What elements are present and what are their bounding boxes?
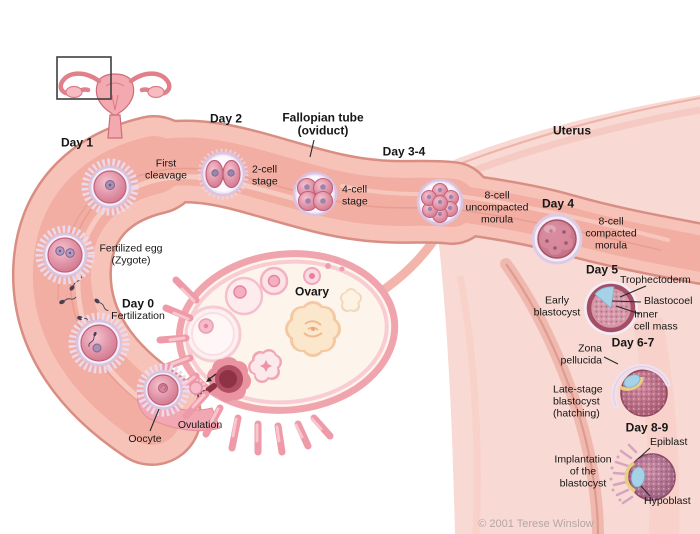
label-day-4: Day 4 (541, 196, 575, 211)
copyright-notice: © 2001 Terese Winslow (478, 517, 594, 530)
two-cell-embryo (197, 148, 249, 200)
label-late-stage-blastocyst: Late-stage blastocyst (hatching) (553, 383, 603, 419)
label-fertilized-egg: Fertilized egg (Zygote) (99, 242, 163, 266)
label-8-cell-compacted: 8-cell compacted morula (585, 215, 637, 251)
ruptured-follicle (197, 357, 251, 402)
label-trophectoderm: Trophectoderm (620, 274, 691, 287)
uterus-overview-inset (56, 56, 172, 139)
label-4-cell-stage: 4-cell stage (342, 183, 368, 207)
compacted-morula (531, 213, 583, 265)
early-follicles (224, 258, 345, 316)
label-day-6-7: Day 6-7 (611, 335, 655, 350)
infundibulum (137, 391, 221, 432)
hatching-blastocyst-embryo (611, 364, 671, 417)
label-uterus: Uterus (552, 123, 592, 138)
label-first-cleavage: First cleavage (144, 157, 188, 181)
early-blastocyst-embryo (584, 281, 638, 335)
label-8-cell-uncompacted: 8-cell uncompacted morula (465, 189, 529, 225)
label-ovulation: Ovulation (177, 419, 223, 432)
four-cell-embryo (292, 171, 338, 217)
label-day-0: Day 0 (121, 296, 155, 311)
label-blastocoel: Blastocoel (644, 295, 693, 308)
label-epiblast: Epiblast (650, 436, 688, 449)
ovary (175, 250, 399, 414)
inset-highlight-box (56, 56, 112, 100)
label-day-8-9: Day 8-9 (625, 420, 669, 435)
label-implantation: Implantation of the blastocyst (554, 453, 612, 489)
label-day-3-4: Day 3-4 (382, 144, 426, 159)
pointer-lines (149, 139, 651, 497)
label-2-cell-stage: 2-cell stage (252, 163, 278, 187)
label-fertilization: Fertilization (111, 310, 165, 323)
ovulated-egg (186, 373, 217, 398)
oocyte (136, 363, 190, 417)
label-hypoblast: Hypoblast (644, 495, 691, 508)
corpus-albicans (340, 288, 362, 312)
day1-egg (81, 158, 139, 216)
label-day-5: Day 5 (585, 262, 619, 277)
corpus-degenerating (248, 349, 282, 383)
label-day-2: Day 2 (209, 111, 243, 126)
fertilization-egg (68, 312, 130, 374)
corpus-luteum (285, 301, 341, 357)
label-zona-pellucida: Zona pellucida (560, 342, 602, 366)
label-early-blastocyst: Early blastocyst (533, 294, 581, 318)
label-fallopian-tube: Fallopian tube (oviduct) (282, 110, 364, 138)
zygote (35, 225, 95, 285)
label-oocyte: Oocyte (128, 433, 162, 446)
mature-follicle (184, 305, 242, 363)
implanting-blastocyst-embryo (609, 443, 676, 505)
label-day-1: Day 1 (60, 135, 94, 150)
label-inner-cell-mass: Inner cell mass (634, 308, 678, 332)
eight-cell-uncompacted-embryo (416, 178, 464, 226)
label-ovary: Ovary (294, 284, 330, 299)
